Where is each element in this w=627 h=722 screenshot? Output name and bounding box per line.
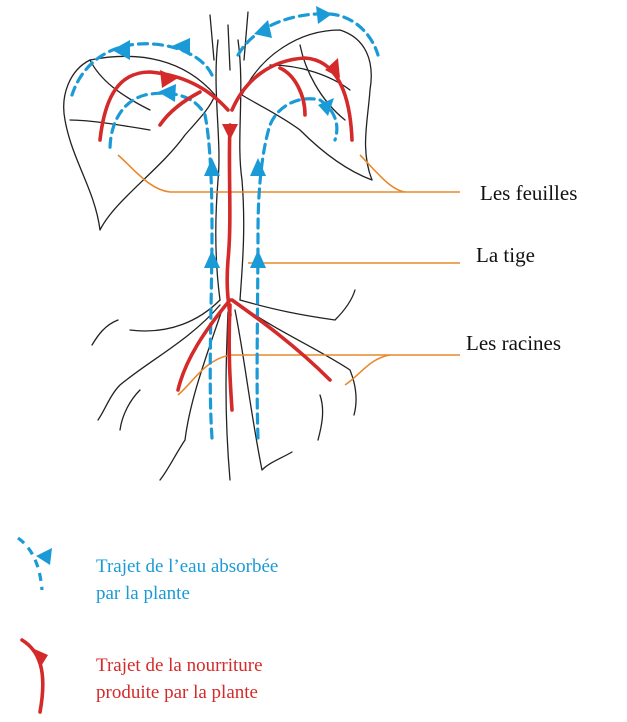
leader-roots-right (345, 355, 390, 385)
water-path-top-left (72, 44, 212, 95)
plant-drawing (64, 12, 372, 480)
food-arrowhead (222, 124, 238, 140)
label-leaves: Les feuilles (480, 181, 577, 205)
label-stem: La tige (476, 243, 535, 267)
legend-water-symbol (18, 538, 52, 590)
legend-food-text-1: Trajet de la nourriture (96, 655, 263, 676)
legend-water-text-2: par la plante (96, 583, 190, 604)
food-arrowhead (325, 58, 340, 78)
legend-water-text-1: Trajet de l’eau absorbée (96, 556, 278, 577)
water-arrowhead (204, 158, 220, 176)
legend-food-symbol (22, 640, 48, 712)
roots-outline (92, 290, 356, 480)
legend: Trajet de l’eau absorbée par la plante T… (18, 538, 278, 712)
food-path-stem (227, 125, 230, 315)
water-arrowhead (204, 250, 220, 268)
label-roots: Les racines (466, 331, 561, 355)
water-path (72, 14, 378, 438)
legend-food-text-2: produite par la plante (96, 682, 258, 703)
leader-roots-left (178, 355, 460, 395)
leader-lines (118, 155, 460, 395)
stem-outline-right (238, 40, 244, 300)
water-arrowhead (172, 38, 190, 56)
water-arrowhead (158, 84, 176, 102)
water-arrowhead (254, 20, 272, 38)
water-arrowhead (250, 250, 266, 268)
right-leaf-outline (242, 30, 372, 180)
water-path-right-up (257, 99, 337, 438)
water-arrowhead (316, 6, 332, 24)
leader-leaves-left (118, 155, 460, 192)
